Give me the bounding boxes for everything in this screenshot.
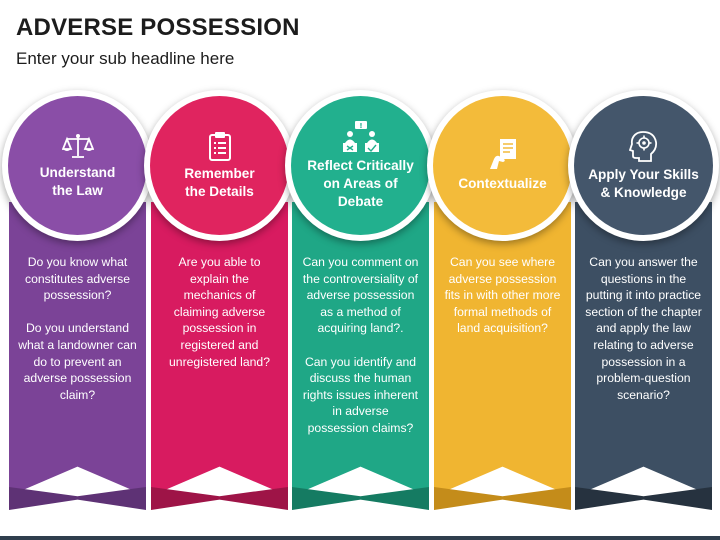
debate-icon: !: [342, 120, 379, 152]
card-circle: Remember the Details: [150, 96, 289, 235]
card-circle: Understand the Law: [8, 96, 147, 235]
card-panel: Can you answer the questions in the putt…: [575, 202, 712, 496]
card-ribbon-tail: [9, 487, 146, 510]
card-ribbon-tail: [434, 487, 571, 510]
card-body-text: Can you answer the questions in the putt…: [585, 255, 702, 402]
card-circle: Apply Your Skills & Knowledge: [574, 96, 713, 235]
card-panel: Can you see where adverse possession fit…: [434, 202, 571, 496]
document-hand-icon: [489, 138, 516, 169]
clipboard-icon: [208, 131, 231, 161]
card-contextualize: Can you see where adverse possession fit…: [427, 90, 578, 510]
card-badge: ! Reflect Critically on Areas of Debate: [285, 90, 436, 241]
head-gear-icon: [628, 130, 657, 162]
card-apply-skills: Can you answer the questions in the putt…: [568, 90, 719, 510]
scales-icon: [61, 133, 94, 158]
card-badge: Apply Your Skills & Knowledge: [568, 90, 719, 241]
svg-text:!: !: [359, 122, 362, 130]
card-panel: Can you comment on the controversiality …: [292, 202, 429, 496]
card-ribbon-tail: [151, 487, 288, 510]
card-panel: Do you know what constitutes adverse pos…: [9, 202, 146, 496]
card-heading: Contextualize: [458, 175, 547, 191]
bottom-accent-bar: [0, 536, 720, 540]
card-body-text: Do you know what constitutes adverse pos…: [18, 255, 137, 402]
card-reflect-critically: Can you comment on the controversiality …: [285, 90, 436, 510]
card-remember-the-details: Are you able to explain the mechanics of…: [144, 90, 295, 510]
card-panel: Are you able to explain the mechanics of…: [151, 202, 288, 496]
card-badge: Contextualize: [427, 90, 578, 241]
card-understand-the-law: Do you know what constitutes adverse pos…: [2, 90, 153, 510]
card-ribbon-tail: [575, 487, 712, 510]
card-badge: Understand the Law: [2, 90, 153, 241]
card-body-text: Can you comment on the controversiality …: [302, 255, 419, 435]
page-subtitle: Enter your sub headline here: [16, 49, 235, 68]
card-body-text: Can you see where adverse possession fit…: [444, 255, 561, 336]
card-circle: Contextualize: [433, 96, 572, 235]
page-title: ADVERSE POSSESSION: [16, 14, 300, 41]
card-ribbon-tail: [292, 487, 429, 510]
card-heading: Remember the Details: [184, 165, 255, 199]
card-body-text: Are you able to explain the mechanics of…: [169, 255, 270, 369]
card-circle: ! Reflect Critically on Areas of Debate: [291, 96, 430, 235]
card-heading: Understand the Law: [39, 164, 116, 198]
card-heading: Apply Your Skills & Knowledge: [588, 166, 699, 200]
card-badge: Remember the Details: [144, 90, 295, 241]
card-heading: Reflect Critically on Areas of Debate: [307, 157, 414, 209]
